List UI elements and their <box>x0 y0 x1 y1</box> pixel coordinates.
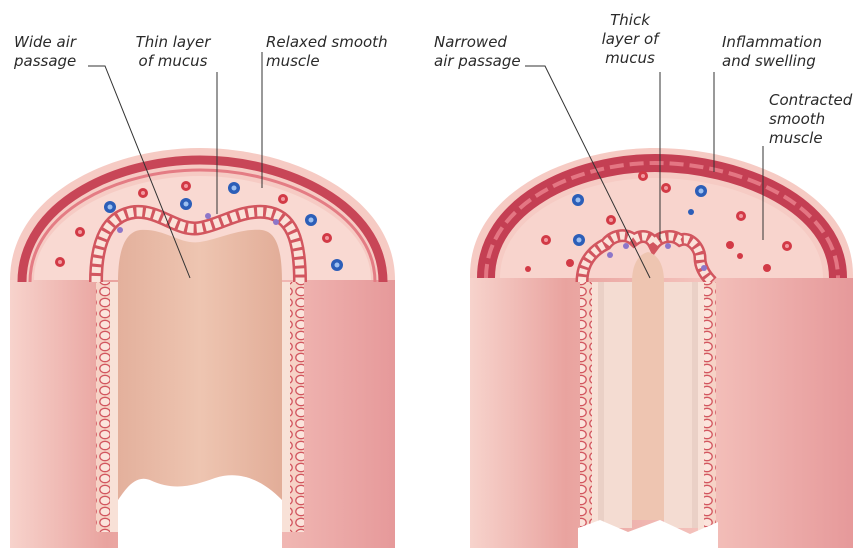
left-epithelium-column-b <box>290 282 304 532</box>
right-lumen-narrow <box>632 252 664 520</box>
left-lumen-wide <box>118 230 282 500</box>
label-inflammation-and-swelling: Inflammation and swelling <box>722 33 822 71</box>
right-epithelium-column-b <box>704 282 716 532</box>
right-epithelium-column-a <box>580 282 592 532</box>
label-thin-layer-of-mucus: Thin layer of mucus <box>128 33 218 71</box>
label-relaxed-smooth-muscle: Relaxed smooth muscle <box>266 33 388 71</box>
left-epithelium-column-a <box>96 282 110 532</box>
label-wide-air-passage: Wide air passage <box>14 33 76 71</box>
left-airway <box>10 148 395 548</box>
right-airway <box>470 148 853 548</box>
label-narrowed-air-passage: Narrowed air passage <box>434 33 521 71</box>
label-thick-layer-of-mucus: Thick layer of mucus <box>592 11 668 68</box>
label-contracted-smooth-muscle: Contracted smooth muscle <box>769 91 852 148</box>
